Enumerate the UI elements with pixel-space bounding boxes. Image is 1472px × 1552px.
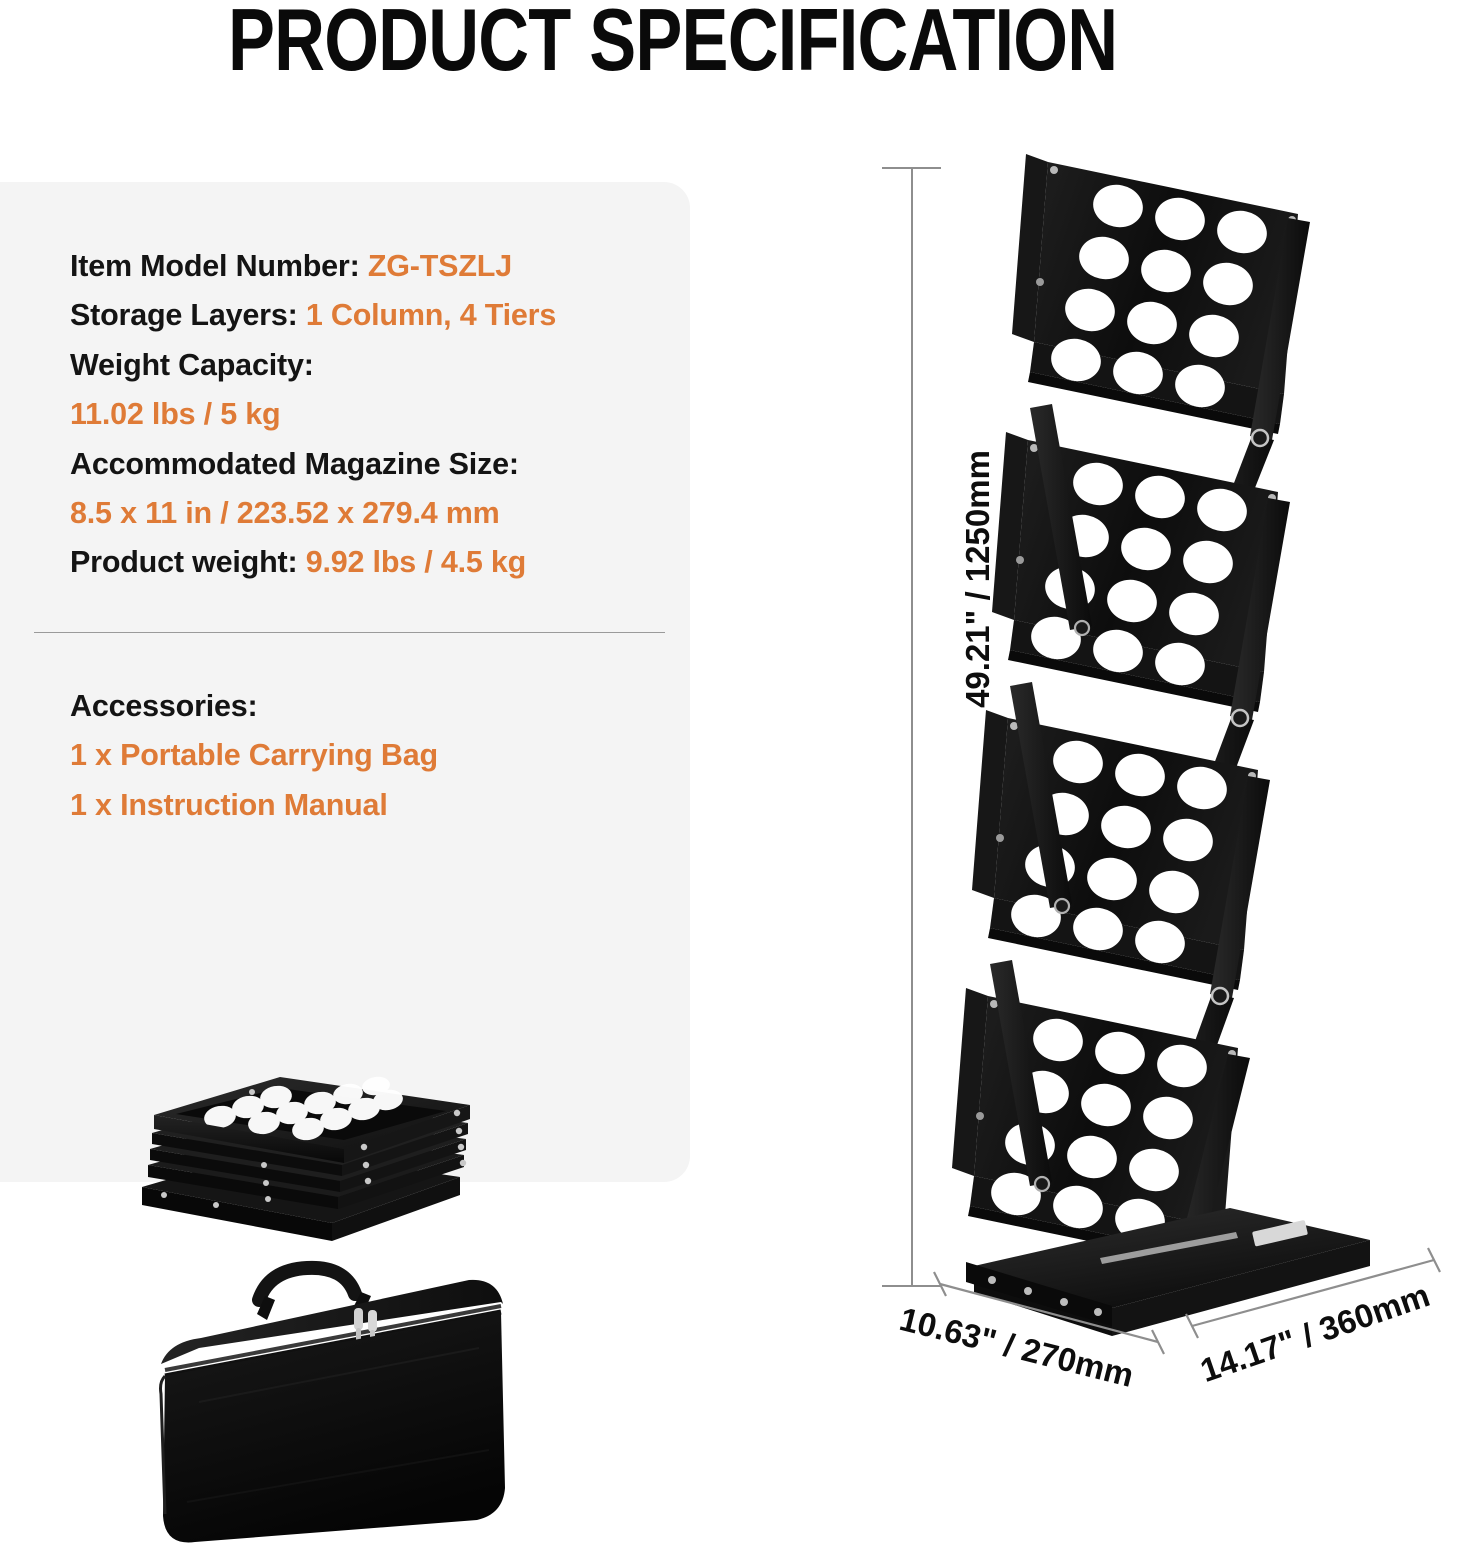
accessory-item-instruction-manual: 1 x Instruction Manual: [70, 787, 388, 822]
section-divider: [34, 632, 665, 633]
specification-card: Item Model Number: ZG-TSZLJ Storage Laye…: [0, 182, 690, 1543]
bag-body: [159, 1312, 505, 1543]
depth-dimension-line: [933, 1271, 1165, 1355]
accessory-item-carrying-bag: 1 x Portable Carrying Bag: [70, 738, 438, 773]
spec-row-storage-layers: Storage Layers: 1 Column, 4 Tiers: [70, 291, 670, 340]
spec-label-product-weight: Product weight:: [70, 545, 298, 580]
spec-label-weight-capacity: Weight Capacity:: [70, 347, 314, 382]
rack-tier-2: [992, 432, 1278, 712]
height-dimension-cap-top: [882, 167, 941, 169]
stack-top-tray: [154, 1076, 470, 1163]
height-dimension-line: [911, 168, 913, 1286]
stack-hinge-screws: [161, 1089, 467, 1208]
page-title: PRODUCT SPECIFICATION: [228, 0, 1118, 89]
rack-tier-1: [1012, 154, 1298, 434]
rack-tier-3: [972, 710, 1258, 990]
width-dimension-line: [1185, 1247, 1441, 1339]
specification-list: Item Model Number: ZG-TSZLJ Storage Laye…: [70, 242, 670, 588]
spec-value-magazine-size: 8.5 x 11 in / 223.52 x 279.4 mm: [70, 496, 500, 531]
portable-carrying-bag-image: [159, 1260, 505, 1543]
spec-value-product-weight: 9.92 lbs / 4.5 kg: [305, 545, 527, 580]
folded-rack-stack-image: [142, 1076, 470, 1241]
page-header: PRODUCT SPECIFICATION: [0, 0, 1472, 92]
spec-value-item-model-number: ZG-TSZLJ: [367, 249, 512, 283]
height-dimension-label: 49.21" / 1250mm: [959, 450, 996, 708]
base-label-sticker: [1252, 1220, 1308, 1247]
accessories-section: Accessories: 1 x Portable Carrying Bag 1…: [70, 682, 670, 830]
spec-label-storage-layers: Storage Layers:: [70, 298, 298, 333]
spec-label-magazine-size: Accommodated Magazine Size:: [70, 446, 519, 481]
spec-row-item-model-number: Item Model Number: ZG-TSZLJ: [70, 242, 670, 291]
spec-value-storage-layers: 1 Column, 4 Tiers: [305, 298, 557, 333]
spec-value-weight-capacity: 11.02 lbs / 5 kg: [70, 397, 281, 432]
accessories-heading: Accessories:: [70, 689, 258, 723]
scissor-arm-4: [990, 960, 1250, 1258]
spec-row-product-weight: Product weight: 9.92 lbs / 4.5 kg: [70, 538, 670, 587]
bag-top-panel: [161, 1279, 503, 1364]
rack-base: [966, 1208, 1370, 1336]
product-image: [952, 154, 1370, 1336]
spec-label-item-model-number: Item Model Number:: [70, 249, 360, 283]
height-dimension-cap-bottom: [882, 1285, 941, 1287]
